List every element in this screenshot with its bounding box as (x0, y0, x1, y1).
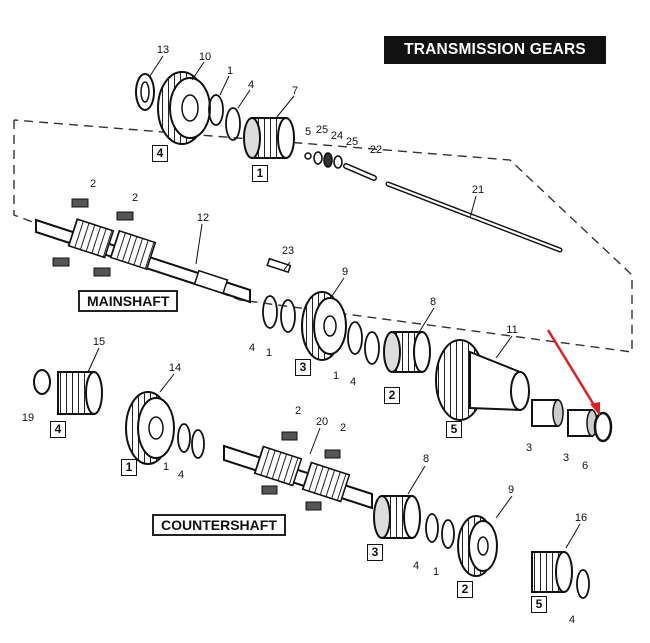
callout-25: 25 (315, 124, 329, 136)
bearing-3-b (567, 409, 598, 437)
callout-4c: 4 (349, 376, 357, 388)
clip-2-d (93, 267, 111, 277)
clip-2-c (52, 257, 70, 267)
callout-8: 8 (429, 296, 437, 308)
clip-2-f (324, 449, 341, 459)
countershaft-20 (223, 444, 373, 510)
callout-13: 13 (156, 44, 170, 56)
clip-2-a (71, 198, 89, 208)
gear-14 (125, 391, 175, 465)
callout-8b: 8 (422, 453, 430, 465)
position-box-2-main: 2 (384, 387, 400, 404)
washer-1-top (208, 94, 224, 126)
washer-25a (313, 151, 323, 165)
position-box-5-counter: 5 (531, 596, 547, 613)
washer-4-mid (262, 295, 278, 329)
gear-10 (157, 71, 211, 145)
washer-1-mid (280, 299, 296, 333)
gear-8-main (383, 331, 431, 373)
callout-5: 5 (304, 126, 312, 138)
washer-4-counter (425, 513, 439, 543)
gear-15 (57, 371, 103, 415)
callout-6: 6 (581, 460, 589, 472)
callout-9: 9 (341, 266, 349, 278)
callout-15: 15 (92, 336, 106, 348)
washer-4-right (364, 331, 380, 365)
callout-2a: 2 (89, 178, 97, 190)
clip-2-e (281, 431, 298, 441)
gear-9-counter (457, 515, 498, 577)
callout-12: 12 (196, 212, 210, 224)
position-box-3-counter: 3 (367, 544, 383, 561)
position-box-5-main: 5 (446, 421, 462, 438)
callout-11: 11 (506, 324, 518, 336)
callout-10: 10 (198, 51, 212, 63)
mainshaft-assembly-outline (13, 119, 633, 353)
callout-1d: 1 (162, 461, 170, 473)
callout-9b: 9 (507, 484, 515, 496)
red-arrow-pointer (546, 329, 600, 416)
callout-1c: 1 (332, 370, 340, 382)
callout-1: 1 (226, 65, 234, 77)
push-rod-21 (385, 181, 563, 253)
bearing-3-a (531, 399, 564, 427)
callout-16: 16 (574, 512, 588, 524)
washer-4-low (191, 429, 205, 459)
position-box-1-top: 1 (252, 165, 268, 182)
washer-1-low (177, 423, 191, 453)
callout-21: 21 (471, 184, 485, 196)
spring-24 (323, 152, 333, 168)
callout-25b: 25 (345, 136, 359, 148)
position-box-2-counter: 2 (457, 581, 473, 598)
gear-16 (531, 551, 573, 593)
callout-7: 7 (291, 85, 299, 97)
washer-25b (333, 155, 343, 169)
gear-9-main (301, 291, 347, 361)
callout-23: 23 (281, 245, 295, 257)
callout-22: 22 (369, 144, 383, 156)
rod-22 (343, 163, 377, 181)
gear-7 (243, 117, 295, 159)
washer-19 (33, 369, 51, 395)
countershaft-label: COUNTERSHAFT (152, 514, 286, 536)
callout-3b: 3 (562, 452, 570, 464)
position-box-1-counter: 1 (121, 459, 137, 476)
leader-lines (87, 55, 581, 549)
clip-2-b (116, 211, 134, 221)
mainshaft-12 (35, 218, 251, 304)
callout-24: 24 (330, 130, 344, 142)
callout-2c: 2 (294, 405, 302, 417)
callout-4: 4 (247, 79, 255, 91)
callout-4f: 4 (568, 614, 576, 626)
seal-6 (593, 411, 613, 443)
washer-1-right (347, 321, 363, 355)
position-box-3-main: 3 (295, 359, 311, 376)
diagram-title: TRANSMISSION GEARS (384, 36, 606, 64)
callout-1b: 1 (265, 347, 273, 359)
position-box-4-counter: 4 (50, 421, 66, 438)
clip-2-g (261, 485, 278, 495)
callout-2b: 2 (131, 192, 139, 204)
callout-4d: 4 (177, 469, 185, 481)
callout-3a: 3 (525, 442, 533, 454)
callout-4e: 4 (412, 560, 420, 572)
gear-13-washer (135, 73, 155, 111)
gear-8-counter (373, 495, 421, 539)
washer-4-top (225, 107, 241, 141)
callout-19: 19 (21, 412, 35, 424)
washer-1-counter (441, 519, 455, 549)
mainshaft-label: MAINSHAFT (78, 290, 179, 312)
ball-5 (304, 152, 312, 160)
washer-4-far (576, 569, 590, 599)
callout-4b: 4 (248, 342, 256, 354)
callout-14: 14 (168, 362, 182, 374)
callout-2d: 2 (339, 422, 347, 434)
gear-11 (435, 339, 530, 421)
callout-20: 20 (315, 416, 329, 428)
position-box-4-top: 4 (152, 145, 168, 162)
callout-1e: 1 (432, 566, 440, 578)
clip-2-h (305, 501, 322, 511)
